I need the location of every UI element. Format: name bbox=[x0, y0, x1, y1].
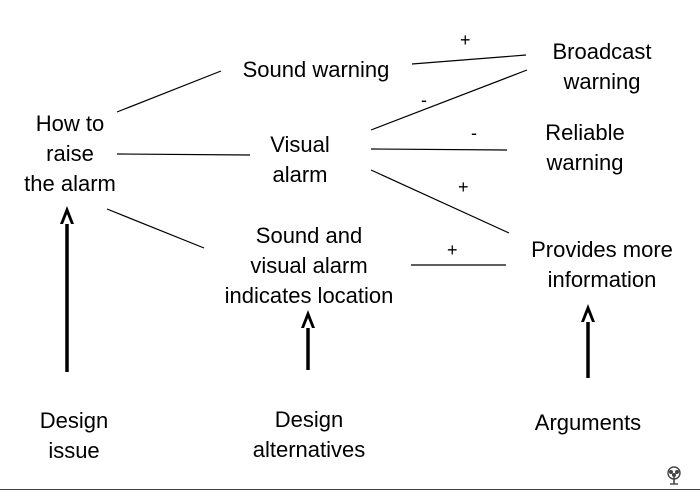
node-alt-combined-line-3: indicates location bbox=[224, 283, 394, 308]
sign-visual-broadcast: - bbox=[421, 90, 427, 110]
legend-alternatives-line-1: Design bbox=[274, 407, 344, 432]
node-arg-info-line-2: information bbox=[547, 267, 657, 292]
node-arg-reliable: Reliable warning bbox=[515, 118, 655, 178]
node-alt-combined: Sound and visual alarm indicates locatio… bbox=[204, 221, 414, 311]
node-issue-line-1: How to bbox=[35, 111, 105, 136]
legend-arrow-issue bbox=[60, 206, 74, 372]
legend-arguments: Arguments bbox=[515, 408, 661, 438]
legend-arrow-arguments bbox=[581, 304, 595, 378]
node-arg-info-line-1: Provides more bbox=[531, 237, 673, 262]
node-issue-line-2: raise bbox=[46, 141, 94, 166]
node-arg-reliable-line-2: warning bbox=[546, 150, 624, 175]
legend-arrow-alternatives bbox=[301, 310, 315, 370]
node-arg-broadcast-line-2: warning bbox=[563, 69, 641, 94]
connector-visual-broadcast bbox=[370, 69, 528, 131]
sign-sound-broadcast: + bbox=[460, 30, 471, 50]
connector-visual-reliable bbox=[370, 148, 508, 151]
tree-logo-icon bbox=[667, 466, 681, 485]
node-arg-broadcast-line-1: Broadcast bbox=[552, 39, 652, 64]
node-alt-combined-line-1: Sound and bbox=[255, 223, 363, 248]
legend-alternatives: Design alternatives bbox=[230, 405, 388, 465]
node-alt-visual-line-1: Visual bbox=[270, 132, 330, 157]
node-issue: How to raise the alarm bbox=[14, 109, 126, 199]
legend-alternatives-line-2: alternatives bbox=[252, 437, 366, 462]
footer-rule bbox=[0, 489, 700, 490]
sign-visual-reliable: - bbox=[471, 123, 477, 143]
legend-arguments-line-1: Arguments bbox=[534, 410, 642, 435]
connector-visual-info bbox=[370, 169, 510, 234]
connector-issue-sound bbox=[116, 70, 222, 113]
legend-issue: Design issue bbox=[14, 406, 134, 466]
connector-sound-broadcast bbox=[411, 54, 527, 65]
node-alt-sound: Sound warning bbox=[224, 55, 408, 85]
node-arg-reliable-line-1: Reliable bbox=[545, 120, 625, 145]
sign-combined-info: + bbox=[447, 240, 458, 260]
node-alt-visual: Visual alarm bbox=[248, 130, 352, 190]
node-alt-combined-line-2: visual alarm bbox=[250, 253, 368, 278]
legend-issue-line-2: issue bbox=[48, 438, 100, 463]
connector-issue-combined bbox=[106, 208, 205, 249]
node-alt-sound-line-1: Sound warning bbox=[242, 57, 390, 82]
sign-visual-info: + bbox=[458, 177, 469, 197]
node-arg-broadcast: Broadcast warning bbox=[527, 37, 677, 97]
legend-issue-line-1: Design bbox=[39, 408, 109, 433]
node-alt-visual-line-2: alarm bbox=[272, 162, 328, 187]
connector-issue-visual bbox=[116, 153, 251, 156]
node-arg-info: Provides more information bbox=[510, 235, 694, 295]
node-issue-line-3: the alarm bbox=[24, 171, 116, 196]
